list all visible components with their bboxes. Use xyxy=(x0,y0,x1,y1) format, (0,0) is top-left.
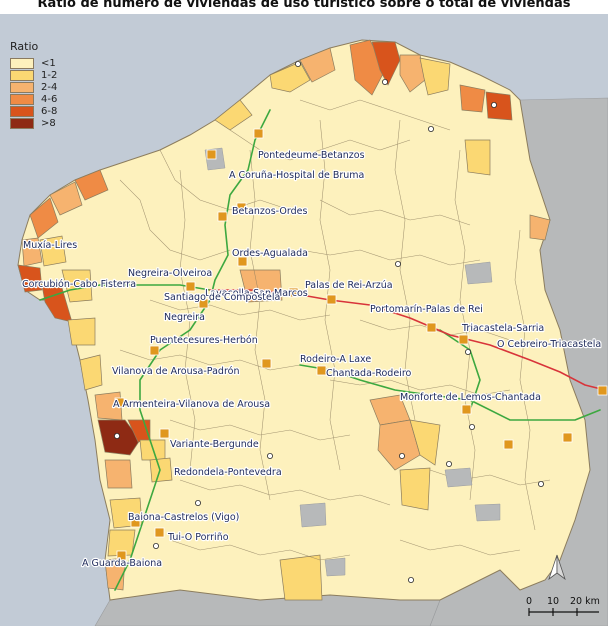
place-label: Portomarín-Palas de Rei xyxy=(370,304,483,315)
legend-item: 1-2 xyxy=(10,69,57,81)
camino-routes xyxy=(39,109,606,591)
map-canvas[interactable]: Pontedeume-Betanzos A Coruña-Hospital de… xyxy=(0,14,608,627)
place-label: Tui-O Porriño xyxy=(167,532,229,543)
place-label: Redondela-Pontevedra xyxy=(174,467,282,478)
place-label: O Cebreiro-Triacastela xyxy=(497,339,601,350)
legend-item: <1 xyxy=(10,57,57,69)
legend-item: 4-6 xyxy=(10,93,57,105)
place-label: Muxía-Lires xyxy=(23,240,77,251)
place-label: Chantada-Rodeiro xyxy=(326,368,412,379)
place-label: Negreira xyxy=(164,312,205,323)
place-label: Santiago de Compostela xyxy=(164,292,280,303)
legend-label: 1-2 xyxy=(41,69,58,81)
place-label: Palas de Rei-Arzúa xyxy=(305,280,393,291)
scale-tick-10: 10 xyxy=(547,596,560,607)
place-label: Triacastela-Sarria xyxy=(461,323,544,334)
legend-item: 2-4 xyxy=(10,81,57,93)
scale-tick-20: 20 km xyxy=(570,596,600,607)
place-label: Baiona-Castrelos (Vigo) xyxy=(128,512,239,523)
place-label: A Coruña-Hospital de Bruma xyxy=(229,170,364,181)
legend-label: 2-4 xyxy=(41,81,58,93)
legend-label: <1 xyxy=(41,57,56,69)
legend-swatch xyxy=(10,93,34,105)
village-dots xyxy=(114,61,545,584)
legend-label: 4-6 xyxy=(41,93,58,105)
place-label: A Armenteira-Vilanova de Arousa xyxy=(113,399,270,410)
place-label: Vilanova de Arousa-Padrón xyxy=(112,366,240,377)
place-label: Rodeiro-A Laxe xyxy=(300,354,371,365)
place-label: Betanzos-Ordes xyxy=(232,206,307,217)
legend-label: 6-8 xyxy=(41,105,58,117)
legend-swatch xyxy=(10,117,34,129)
place-label: Puentecesures-Herbón xyxy=(150,335,258,346)
place-label: Lavacolla-San Marcos xyxy=(205,288,308,299)
place-label: Variante-Bergunde xyxy=(170,439,259,450)
north-arrow-icon xyxy=(545,553,569,583)
legend-swatch xyxy=(10,105,34,117)
place-label: Corcubión-Cabo Fisterra xyxy=(22,279,136,290)
scale-tick-0: 0 xyxy=(526,596,533,607)
legend-swatch xyxy=(10,57,34,69)
map-title: Ratio de número de viviendas de uso turí… xyxy=(0,0,608,14)
stage-markers xyxy=(114,128,608,561)
place-labels: Pontedeume-Betanzos A Coruña-Hospital de… xyxy=(21,149,603,570)
place-label: Monforte de Lemos-Chantada xyxy=(400,392,541,403)
legend-label: >8 xyxy=(41,117,56,129)
legend-swatch xyxy=(10,69,34,81)
legend: Ratio <1 1-2 2-4 4-6 6-8 >8 xyxy=(10,40,57,129)
place-label: Ordes-Agualada xyxy=(232,248,308,259)
legend-item: >8 xyxy=(10,117,57,129)
place-label: Negreira-Olveiroa xyxy=(128,268,212,279)
place-label: A Guarda-Baiona xyxy=(82,558,162,569)
place-label: Pontedeume-Betanzos xyxy=(258,150,365,161)
municipalities-high-ratio xyxy=(17,39,551,601)
legend-item: 6-8 xyxy=(10,105,57,117)
legend-swatch xyxy=(10,81,34,93)
legend-title: Ratio xyxy=(10,40,39,53)
